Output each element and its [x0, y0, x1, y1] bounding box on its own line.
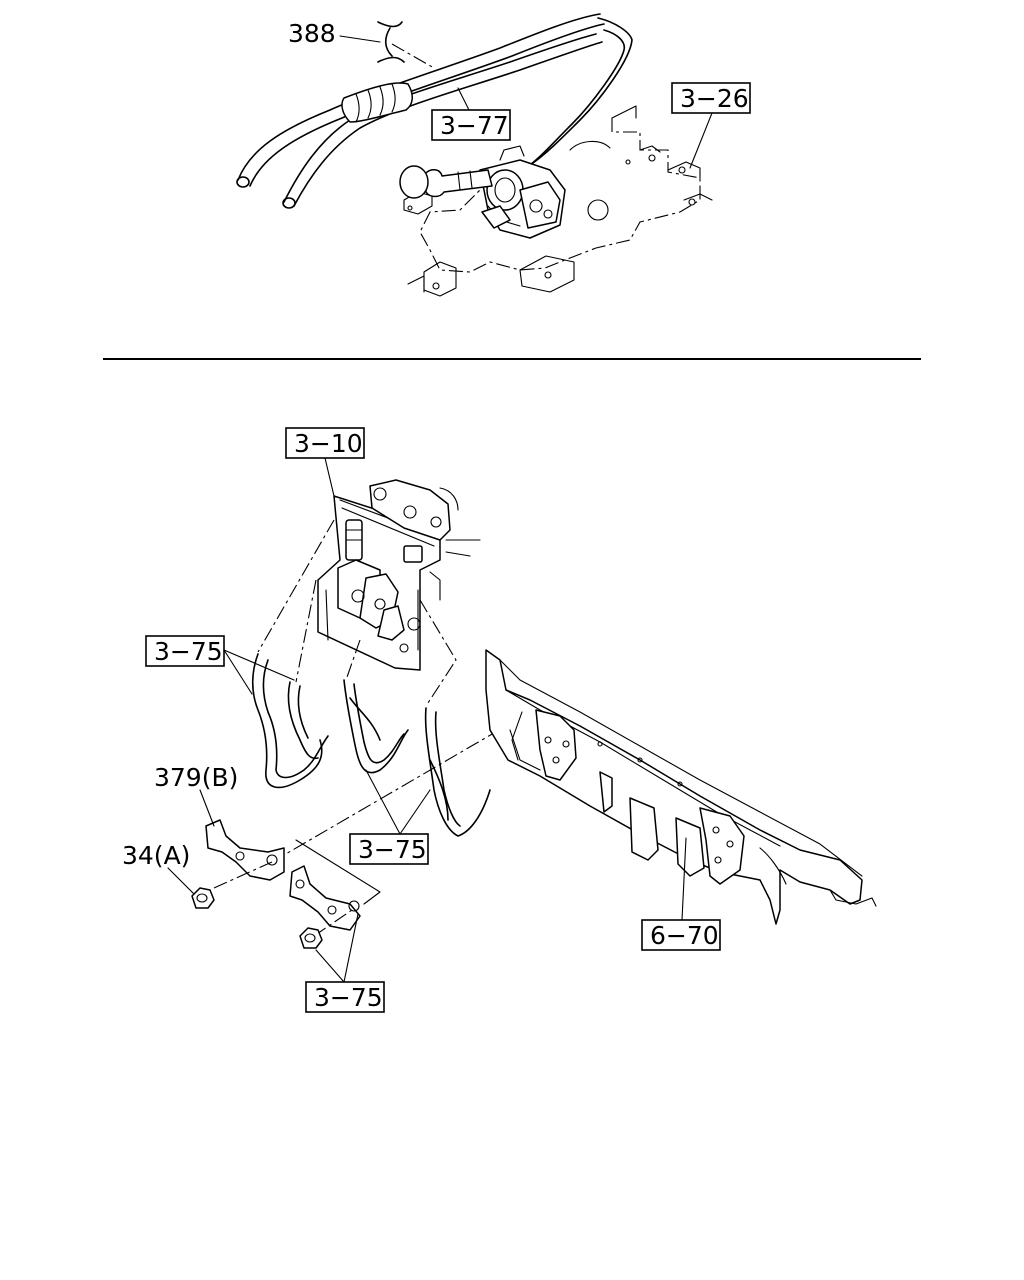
- nut-34a: 34(A): [122, 841, 215, 909]
- leader-line-3: [345, 639, 361, 681]
- callout-3-10-label: 3−10: [294, 429, 363, 458]
- callout-34a-label: 34(A): [122, 841, 190, 870]
- callout-379b-label: 379(B): [154, 763, 238, 792]
- control-valve: [399, 145, 566, 239]
- callout-6-70-label: 6−70: [650, 921, 719, 950]
- callout-3-77-label: 3−77: [440, 111, 509, 140]
- hose-pair: [236, 13, 633, 209]
- callout-3-77: 3−77: [431, 87, 511, 141]
- hose-segments: [251, 653, 491, 837]
- mounting-plate: [403, 105, 713, 297]
- callout-6-70: 6−70: [641, 837, 721, 951]
- callout-3-75-middle-label: 3−75: [358, 835, 427, 864]
- control-module: [317, 479, 481, 671]
- callout-388: 388: [288, 19, 435, 69]
- callout-3-75-bottom: 3−75: [299, 913, 385, 1013]
- leader-line-4: [419, 599, 457, 707]
- callout-3-26: 3−26: [671, 82, 751, 169]
- leader-line-1: [257, 519, 335, 653]
- bottom-assembly: 3−10: [122, 427, 877, 1013]
- cross-member: [485, 649, 877, 925]
- callout-3-75-middle: 3−75: [349, 769, 431, 865]
- callout-3-26-label: 3−26: [680, 84, 749, 113]
- callout-3-10: 3−10: [285, 427, 365, 497]
- callout-3-75-left-label: 3−75: [154, 637, 223, 666]
- leader-line-2: [295, 579, 317, 683]
- callout-388-label: 388: [288, 19, 336, 48]
- callout-3-75-left: 3−75: [145, 635, 295, 695]
- callout-3-75-bottom-label: 3−75: [314, 983, 383, 1012]
- top-assembly: 388 3−77 3−26: [236, 13, 751, 297]
- bracket-379b: 379(B): [154, 763, 381, 937]
